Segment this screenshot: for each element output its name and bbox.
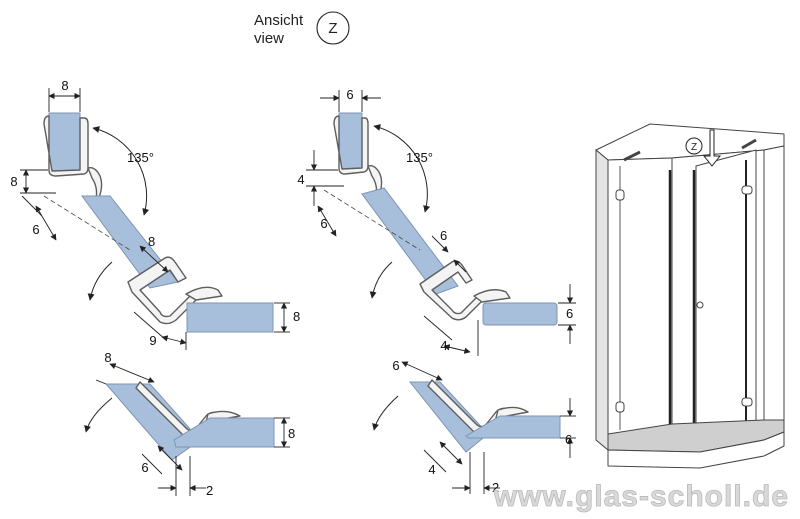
lower-gasket — [127, 256, 201, 325]
dim-angle: 135° — [127, 150, 154, 165]
joint-right-6mm: 6 6 4 2 — [372, 358, 576, 495]
dim-top-width: 6 — [346, 87, 353, 102]
diagonal-glass-panel — [361, 187, 459, 295]
dim-gap: 2 — [492, 480, 499, 495]
dim-gap: 2 — [206, 483, 213, 498]
diagonal-glass-panel — [408, 381, 489, 453]
horizontal-glass-panel — [186, 302, 274, 333]
profile-right-6mm: 6 4 135° 6 6 6 4 — [297, 87, 576, 356]
cabin-view-marker: Z — [691, 142, 697, 153]
dim-angle: 135° — [406, 150, 433, 165]
dim-offset: 6 — [141, 460, 148, 475]
view-label-en: view — [254, 30, 285, 47]
dim-offset: 4 — [428, 462, 435, 477]
dim-glass-width: 8 — [104, 350, 111, 365]
joint-left-8mm: 8 8 6 2 — [84, 350, 295, 498]
dim-bottom-gap: 9 — [149, 333, 156, 348]
dim-offset: 6 — [32, 222, 39, 237]
profile-left-8mm: 8 8 135° 6 8 8 9 — [10, 78, 300, 350]
view-label-de: Ansicht — [254, 12, 304, 29]
vertical-glass-panel — [338, 112, 363, 171]
watermark: www.glas-scholl.de — [493, 480, 789, 513]
horizontal-glass-panel — [482, 302, 558, 326]
dim-lip: 8 — [148, 234, 155, 249]
dim-glass-thickness: 8 — [293, 309, 300, 324]
vertical-glass-panel — [48, 112, 81, 173]
gasket-profile — [333, 115, 369, 175]
dim-glass-thickness: 8 — [288, 426, 295, 441]
dim-top-width: 8 — [61, 78, 68, 93]
dim-offset: 6 — [320, 216, 327, 231]
dim-glass-width: 6 — [392, 358, 399, 373]
horizontal-glass-panel — [173, 417, 275, 448]
dim-lip: 6 — [440, 228, 447, 243]
dim-side-height: 4 — [297, 172, 304, 187]
dim-side-height: 8 — [10, 174, 17, 189]
dim-bottom-gap: 4 — [440, 338, 447, 353]
view-z-marker: Z — [316, 11, 350, 45]
horizontal-glass-panel — [465, 415, 561, 439]
dim-glass-thickness: 6 — [566, 306, 573, 321]
svg-text:Z: Z — [328, 20, 337, 37]
shower-cabin-illustration: Z — [595, 123, 785, 469]
gasket-profile — [43, 115, 89, 177]
dim-glass-thickness: 6 — [565, 432, 572, 447]
